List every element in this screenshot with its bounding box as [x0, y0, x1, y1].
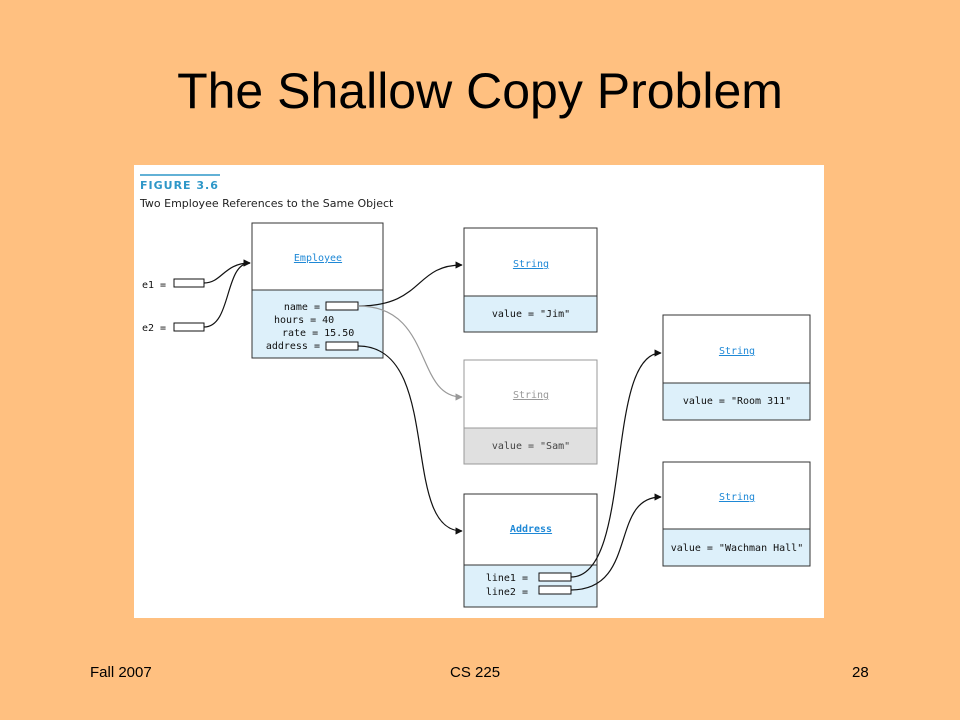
string-sam-value: value = "Sam" [492, 441, 570, 452]
slide-title: The Shallow Copy Problem [177, 63, 783, 119]
string-hall-object: String value = "Wachman Hall" [662, 461, 811, 567]
arrow-name-to-sam [357, 305, 463, 401]
string-room-title: String [719, 346, 755, 357]
employee-address-field: address = [266, 341, 320, 352]
arrow-e2-to-employee [203, 259, 251, 328]
footer-course: CS 225 [450, 664, 501, 681]
var-e1-label: e1 = [142, 280, 166, 291]
address-object: Address line1 = line2 = [463, 493, 598, 608]
employee-name-field: name = [284, 302, 320, 313]
uml-figure: FIGURE 3.6 Two Employee References to th… [134, 165, 824, 618]
var-e2-slot [173, 322, 205, 332]
footer-page-number: 28 [852, 664, 869, 681]
var-e2-label: e2 = [142, 323, 166, 334]
address-title: Address [510, 524, 552, 535]
address-line2-field: line2 = [486, 587, 528, 598]
arrow-e1-to-employee [203, 259, 251, 284]
arrow-address-to-address [357, 345, 463, 535]
employee-address-slot [325, 341, 359, 351]
arrow-name-to-jim [357, 261, 463, 307]
figure-label: FIGURE 3.6 [140, 179, 219, 192]
employee-object: Employee name = hours = 40 rate = 15.50 … [251, 222, 384, 359]
string-hall-value: value = "Wachman Hall" [671, 543, 803, 554]
footer-term: Fall 2007 [90, 664, 152, 681]
address-line1-field: line1 = [486, 573, 528, 584]
string-sam-title: String [513, 390, 549, 401]
string-jim-title: String [513, 259, 549, 270]
employee-hours-field: hours = 40 [274, 315, 334, 326]
employee-title: Employee [294, 253, 342, 264]
employee-rate-field: rate = 15.50 [282, 328, 354, 339]
employee-name-slot [325, 301, 359, 311]
figure-caption: Two Employee References to the Same Obje… [139, 197, 394, 210]
arrow-line1-to-room [570, 349, 662, 578]
string-jim-object: String value = "Jim" [463, 227, 598, 333]
string-jim-value: value = "Jim" [492, 309, 570, 320]
string-sam-object: String value = "Sam" [463, 359, 598, 465]
arrow-line2-to-hall [570, 493, 662, 591]
string-room-value: value = "Room 311" [683, 396, 791, 407]
var-e1-slot [173, 278, 205, 288]
string-hall-title: String [719, 492, 755, 503]
string-room-object: String value = "Room 311" [662, 314, 811, 421]
address-line1-slot [538, 572, 572, 582]
address-line2-slot [538, 585, 572, 595]
